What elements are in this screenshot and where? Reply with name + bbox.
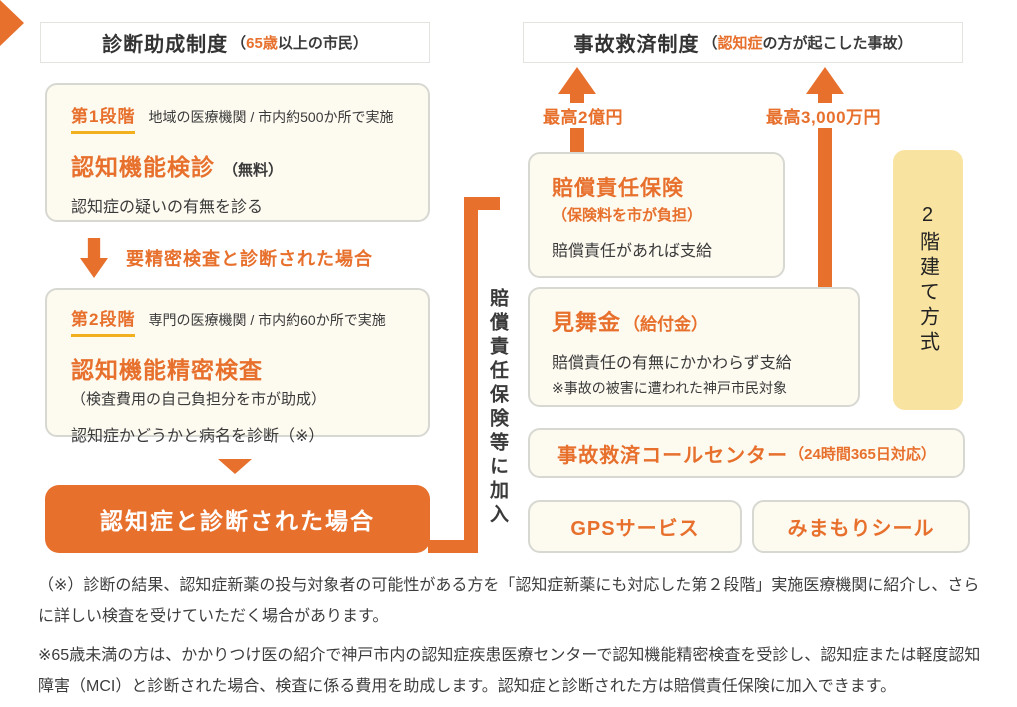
two-tier-system-box: 2階建て方式 [893,150,963,410]
benefit-target-note: ※事故の被害に遭われた神戸市民対象 [552,380,788,396]
diagnosis-subsidy-subtitle: （65歳以上の市民） [231,35,368,52]
benefit-title-row: 見舞金 （給付金） [552,305,836,337]
insurance-up-arrow-head-icon [558,67,596,94]
mimamori-seal-label: みまもりシール [787,518,935,540]
stage1-header-row: 第1段階 地域の医療機関 / 市内約500か所で実施 [71,102,404,134]
accident-relief-title: 事故救済制度 [573,34,700,56]
benefit-title: 見舞金 [552,310,622,335]
footnote-new-drug: （※）診断の結果、認知症新薬の投与対象者の可能性がある方を「認知症新薬にも対応し… [38,577,980,625]
stage1-title-row: 認知機能検診 （無料） [71,148,404,182]
join-arrow-top-segment [464,197,500,210]
stage1-free-note: （無料） [223,162,284,179]
call-center-hours-note: （24時間365日対応） [789,445,936,463]
accident-relief-header: 事故救済制度 （認知症の方が起こした事故） [523,22,963,63]
insurance-max-label: 最高2億円 [540,103,626,128]
benefit-title-note: （給付金） [623,315,709,334]
accident-relief-subtitle: （認知症の方が起こした事故） [702,35,913,52]
stage2-title-row: 認知機能精密検査 [71,351,404,385]
stage1-title: 認知機能検診 [71,154,215,180]
join-arrow-label: 賠償責任保険等に加入 [487,288,508,528]
liability-insurance-title: 賠償責任保険 [552,177,684,200]
stage1-card: 第1段階 地域の医療機関 / 市内約500か所で実施 認知機能検診 （無料） 認… [45,83,430,222]
stage2-title: 認知機能精密検査 [71,357,263,383]
call-center-title: 事故救済コールセンター [557,444,789,467]
mimamori-seal-card: みまもりシール [752,500,970,553]
stage2-header-row: 第2段階 専門の医療機関 / 市内約60か所で実施 [71,305,404,337]
footnote-under-65: ※65歳未満の方は、かかりつけ医の紹介で神戸市内の認知症疾患医療センターで認知機… [38,647,981,695]
two-tier-system-label: 2階建て方式 [916,204,939,356]
stage2-subsidy-note: （検査費用の自己負担分を市が助成） [71,391,327,408]
diagnosis-subsidy-header: 診断助成制度 （65歳以上の市民） [40,22,430,63]
down-arrow-icon [80,238,108,278]
benefit-up-arrow-shaft [818,92,832,288]
benefit-card: 見舞金 （給付金） 賠償責任の有無にかかわらず支給 ※事故の被害に遭われた神戸市… [528,287,860,407]
liability-insurance-card: 賠償責任保険 （保険料を市が負担） 賠償責任があれば支給 [528,152,785,278]
join-arrow-head-icon [0,0,24,46]
stage2-card: 第2段階 専門の医療機関 / 市内約60か所で実施 認知機能精密検査 （検査費用… [45,288,430,445]
result-triangle-icon [218,459,252,474]
stage2-meta: 専門の医療機関 / 市内約60か所で実施 [148,312,386,328]
dementia-highlight: 認知症 [717,35,763,52]
age-highlight: 65歳 [246,35,278,52]
stage1-meta: 地域の医療機関 / 市内約500か所で実施 [148,109,394,125]
diagnosis-subsidy-title: 診断助成制度 [102,34,229,56]
branch-condition-label: 要精密検査と診断された場合 [126,249,373,269]
branch-row: 要精密検査と診断された場合 [80,238,373,278]
diagnosed-result-box: 認知症と診断された場合 [45,485,430,553]
benefit-max-label: 最高3,000万円 [763,103,885,128]
gps-service-label: GPSサービス [570,518,700,540]
stage2-badge: 第2段階 [71,305,136,337]
call-center-card: 事故救済コールセンター （24時間365日対応） [528,428,965,478]
stage1-badge: 第1段階 [71,102,136,134]
liability-insurance-subtitle: （保険料を市が負担） [552,207,703,224]
liability-insurance-description: 賠償責任があれば支給 [552,243,713,260]
stage1-description: 認知症の疑いの有無を診る [71,199,264,216]
benefit-up-arrow-head-icon [806,67,844,94]
benefit-description: 賠償責任の有無にかかわらず支給 [552,355,792,372]
join-arrow-vertical-segment [464,197,478,553]
gps-service-card: GPSサービス [528,500,742,553]
stage2-description: 認知症かどうかと病名を診断（※） [71,428,325,445]
